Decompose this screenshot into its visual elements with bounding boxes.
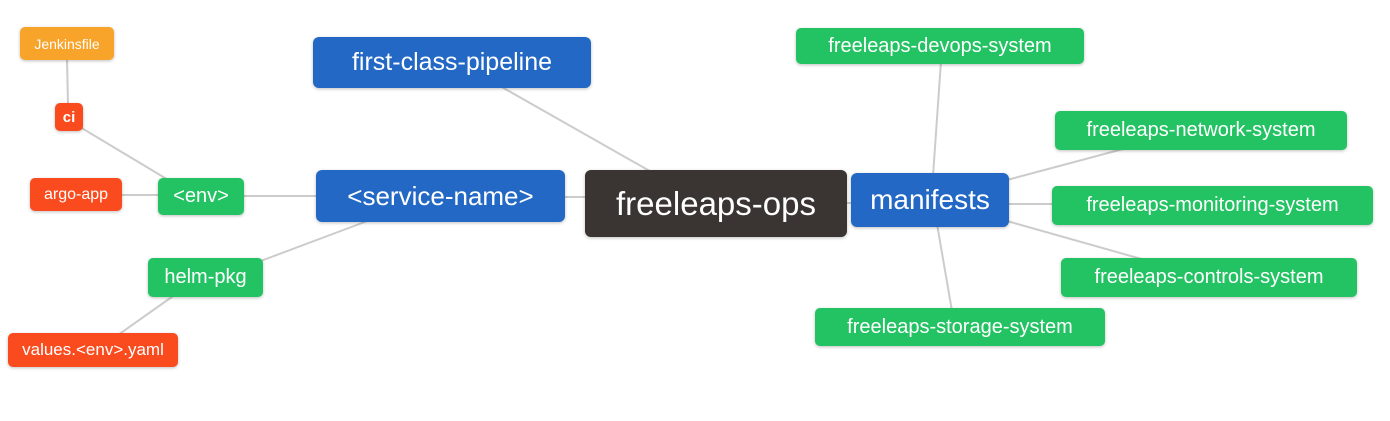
node-helm-pkg[interactable]: helm-pkg bbox=[148, 258, 263, 297]
edge-first-class-pipeline-freeleaps-ops bbox=[499, 85, 656, 175]
edge-jenkinsfile-ci bbox=[66, 57, 69, 107]
edge-manifests-network-system bbox=[1006, 148, 1124, 181]
edge-helm-pkg-service-name bbox=[257, 219, 371, 263]
node-manifests[interactable]: manifests bbox=[851, 173, 1009, 227]
node-freeleaps-storage-system[interactable]: freeleaps-storage-system bbox=[815, 308, 1105, 346]
node-env[interactable]: <env> bbox=[158, 178, 244, 215]
node-freeleaps-controls-system[interactable]: freeleaps-controls-system bbox=[1061, 258, 1357, 297]
node-freeleaps-ops[interactable]: freeleaps-ops bbox=[585, 170, 847, 237]
node-jenkinsfile[interactable]: Jenkinsfile bbox=[20, 27, 114, 60]
node-values-env-yaml[interactable]: values.<env>.yaml bbox=[8, 333, 178, 367]
edge-ci-env bbox=[79, 126, 171, 182]
node-freeleaps-devops-system[interactable]: freeleaps-devops-system bbox=[796, 28, 1084, 64]
edge-values-helm-pkg bbox=[117, 293, 177, 336]
edge-manifests-controls-system bbox=[1006, 220, 1146, 261]
node-argo-app[interactable]: argo-app bbox=[30, 178, 122, 211]
node-freeleaps-monitoring-system[interactable]: freeleaps-monitoring-system bbox=[1052, 186, 1373, 225]
edge-manifests-devops-system bbox=[932, 60, 942, 177]
node-service-name[interactable]: <service-name> bbox=[316, 170, 565, 222]
edge-manifests-storage-system bbox=[936, 223, 953, 312]
node-freeleaps-network-system[interactable]: freeleaps-network-system bbox=[1055, 111, 1347, 150]
node-first-class-pipeline[interactable]: first-class-pipeline bbox=[313, 37, 591, 88]
node-ci[interactable]: ci bbox=[55, 103, 83, 131]
